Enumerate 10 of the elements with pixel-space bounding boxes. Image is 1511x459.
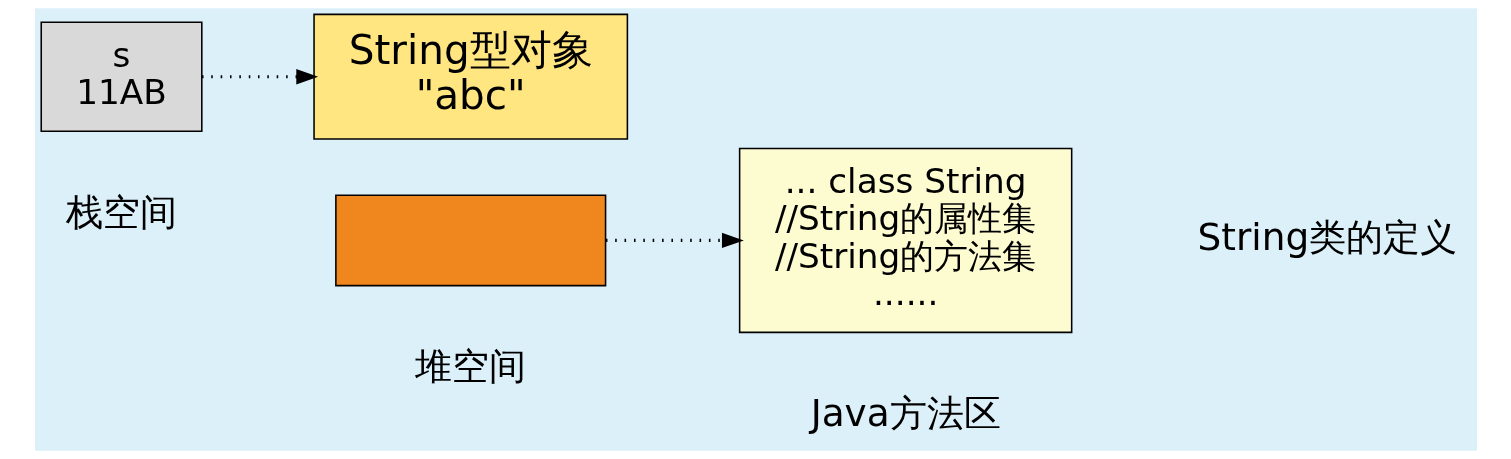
node-box xyxy=(334,194,606,287)
node-box: ... class String //String的属性集 //String的方法集 ...... xyxy=(738,147,1072,334)
label: Java方法区 xyxy=(810,391,1001,436)
node-box: String型对象 "abc" xyxy=(312,13,628,140)
node-box: s 11AB xyxy=(39,21,203,133)
label: String类的定义 xyxy=(1197,215,1457,260)
arrow xyxy=(201,69,318,85)
arrow xyxy=(605,232,744,249)
label: 堆空间 xyxy=(414,344,526,389)
label: 栈空间 xyxy=(65,190,177,235)
